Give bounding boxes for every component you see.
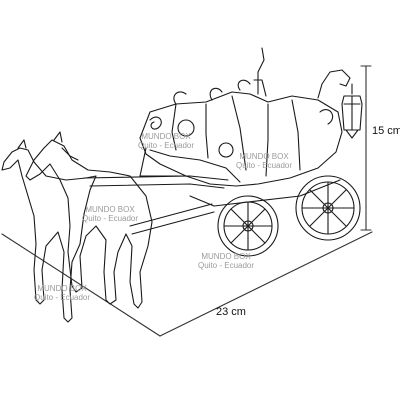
watermark: MUNDO BOX Quito - Ecuador [82,205,138,223]
height-dimension-line [360,65,372,231]
undercarriage [189,179,341,207]
lantern [341,83,363,139]
height-dimension-label: 15 cm [372,125,400,137]
carriage-shafts [83,175,229,235]
watermark-line2: Quito - Ecuador [198,261,255,270]
watermark: MUNDO BOX Quito - Ecuador [138,132,194,150]
horse-front [25,131,153,309]
watermark-line1: MUNDO BOX [85,205,135,214]
watermark-line1: MUNDO BOX [141,132,191,141]
watermark: MUNDO BOX Quito - Ecuador [236,152,292,170]
watermark: MUNDO BOX Quito - Ecuador [34,284,90,302]
watermark-line2: Quito - Ecuador [236,161,293,170]
watermark-line1: MUNDO BOX [37,284,87,293]
roof-ornaments [173,47,351,105]
rear-wheel [295,175,361,241]
watermark-line1: MUNDO BOX [201,252,251,261]
watermark-line2: Quito - Ecuador [34,293,91,302]
watermark-line2: Quito - Ecuador [82,214,139,223]
watermark: MUNDO BOX Quito - Ecuador [198,252,254,270]
carriage-body [139,91,343,187]
watermark-line1: MUNDO BOX [239,152,289,161]
front-wheel [217,195,279,257]
width-dimension-label: 23 cm [216,306,246,318]
horse-back [1,139,97,323]
watermark-line2: Quito - Ecuador [138,141,195,150]
width-dimension-line [1,231,373,337]
